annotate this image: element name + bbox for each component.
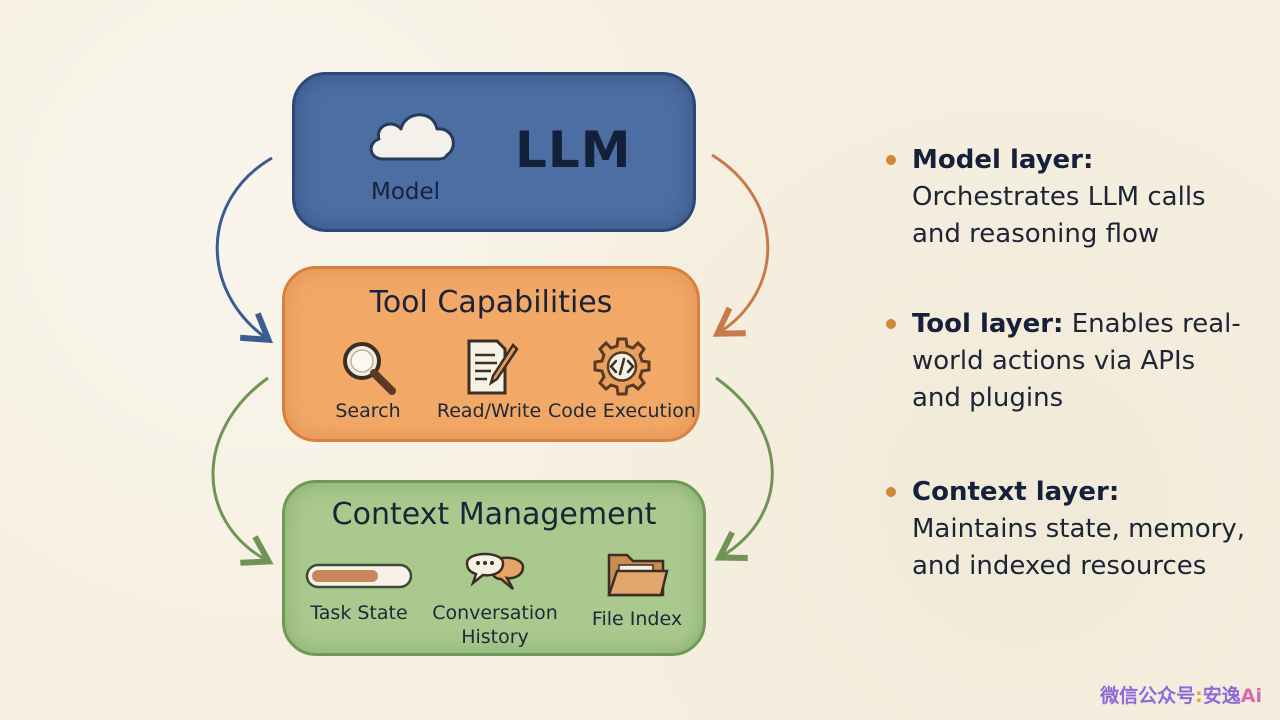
model-layer-box: Model LLM (292, 72, 696, 232)
watermark-colon: : (1195, 685, 1203, 707)
tool-item-label: Read/Write (436, 400, 542, 422)
tool-item-label: Code Execution (548, 400, 696, 422)
arrow-model-to-tool-left (215, 156, 273, 344)
code-gear-icon (593, 337, 651, 396)
legend-heading: Model layer: (912, 145, 1094, 175)
folder-icon (607, 553, 669, 597)
legend-heading: Tool layer: (912, 309, 1064, 339)
arrow-model-to-tool-right (711, 153, 770, 337)
bullet-dot-icon (886, 487, 896, 497)
context-item-label: Conversation History (432, 602, 558, 648)
magnifier-icon (343, 342, 396, 395)
context-item-label: File Index (591, 608, 683, 630)
tool-box-title: Tool Capabilities (369, 285, 613, 320)
context-box-title: Context Management (331, 497, 657, 532)
legend-item-model: Model layer: Orchestrates LLM calls and … (886, 142, 1246, 253)
tool-item-code-execution: Code Execution (547, 335, 697, 423)
context-item-task-state: Task State (299, 561, 419, 625)
arrow-tool-to-context-left (211, 376, 274, 566)
legend-heading: Context layer: (912, 477, 1120, 507)
legend-item-tool: Tool layer: Enables real-world actions v… (886, 306, 1246, 417)
watermark-name: 安逸 (1202, 685, 1241, 707)
tool-item-read-write: Read/Write (431, 335, 547, 423)
context-layer-box: Context Management Task State Conversati… (282, 480, 706, 656)
legend-description: Maintains state, memory, and indexed res… (912, 514, 1245, 581)
legend-description: Orchestrates LLM calls and reasoning flo… (912, 182, 1206, 249)
tool-layer-box: Tool Capabilities Search Read/Write Code (282, 266, 700, 442)
llm-title: LLM (515, 121, 632, 179)
tool-item-label: Search (335, 400, 401, 422)
context-item-label: Task State (310, 602, 408, 624)
bullet-dot-icon (886, 319, 896, 329)
tool-item-search: Search (313, 335, 423, 423)
watermark: 微信公众号:安逸Ai (1100, 681, 1262, 708)
legend-description: Enables real-world actions via APIs and … (912, 309, 1241, 413)
document-pen-icon (467, 339, 519, 395)
chat-bubbles-icon (465, 552, 525, 590)
model-label: Model (371, 179, 441, 205)
watermark-suffix: Ai (1240, 685, 1262, 707)
progress-bar-icon (305, 563, 413, 589)
context-item-conversation-history: Conversation History (425, 545, 565, 649)
cloud-icon (369, 113, 455, 161)
arrow-tool-to-context-right (714, 376, 774, 561)
watermark-prefix: 微信公众号 (1100, 685, 1196, 707)
legend-item-context: Context layer: Maintains state, memory, … (886, 474, 1246, 585)
context-item-file-index: File Index (577, 545, 697, 631)
bullet-dot-icon (886, 155, 896, 165)
